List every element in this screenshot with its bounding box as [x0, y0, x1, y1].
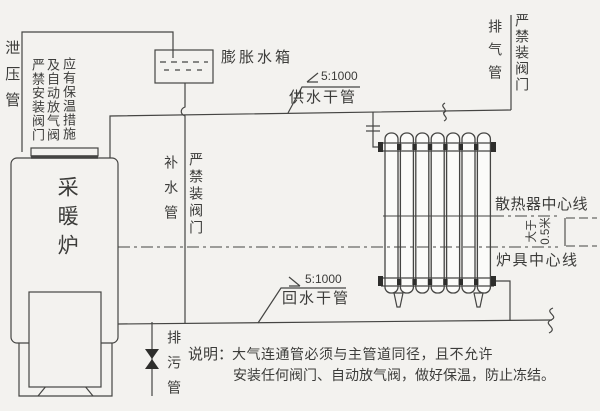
slope-symbol-icon [288, 276, 301, 287]
supply-leader [287, 72, 360, 114]
return-main-pipe [117, 307, 555, 334]
radiator-leg [393, 292, 404, 308]
radiator-return-branch [494, 280, 511, 321]
note-title: 说明： [188, 346, 234, 363]
furnace-note-col2: 及自动放气阀 [44, 58, 60, 142]
note-line1: 大气连通管必须与主管道同径，且不允许 [232, 346, 493, 362]
radiator-nipples [378, 142, 496, 286]
return-main-label: 回水干管 [282, 290, 351, 307]
furnace-label: 采暖炉 [55, 176, 79, 263]
radiator-leg [473, 292, 484, 308]
return-slope-label: 5:1000 [305, 272, 342, 286]
return-leader [257, 276, 346, 324]
furnace-centerline-label: 炉具中心线 [496, 252, 579, 269]
distance-dimension-label: 大于 0.5米 [526, 214, 554, 248]
center-lines [118, 215, 597, 248]
vent-note-label: 严禁装阀门 [514, 13, 531, 93]
drain-pipe-label: 排污管 [166, 330, 183, 405]
furnace-outline [10, 147, 119, 397]
relief-pipe-label: 泄压管 [3, 40, 21, 118]
furnace-note-col3: 应有保温措施 [60, 57, 76, 141]
makeup-pipe [180, 83, 186, 323]
vent-pipe-label: 排气管 [487, 19, 504, 88]
drain-valve-icon [145, 349, 159, 369]
furnace-door [28, 291, 102, 388]
radiator-icon [378, 132, 496, 308]
pipe-break-symbol-return [547, 307, 555, 334]
supply-slope-label: 5:1000 [321, 69, 358, 83]
expansion-tank-icon [154, 49, 214, 84]
supply-main-label: 供水干管 [289, 89, 358, 106]
relief-pipe [21, 31, 174, 152]
note-line2: 安装任何阀门、自动放气阀，做好保温，防止冻结。 [233, 367, 555, 383]
makeup-pipe-label: 补水管 [163, 155, 180, 230]
radiator-supply-branch [366, 112, 381, 148]
furnace-note-col1: 严禁安装阀门 [29, 58, 45, 142]
dimension-value-line1: 大于 [526, 219, 538, 243]
slope-symbol-icon [306, 72, 319, 83]
expansion-tank-label: 膨胀水箱 [221, 49, 294, 66]
dimension-value-line2: 0.5米 [539, 217, 552, 245]
radiator-centerline-label: 散热器中心线 [495, 196, 589, 213]
supply-main-pipe [109, 109, 512, 158]
makeup-note-label: 严禁装阀门 [188, 152, 205, 237]
pipe-break-symbol-supply [442, 102, 447, 122]
